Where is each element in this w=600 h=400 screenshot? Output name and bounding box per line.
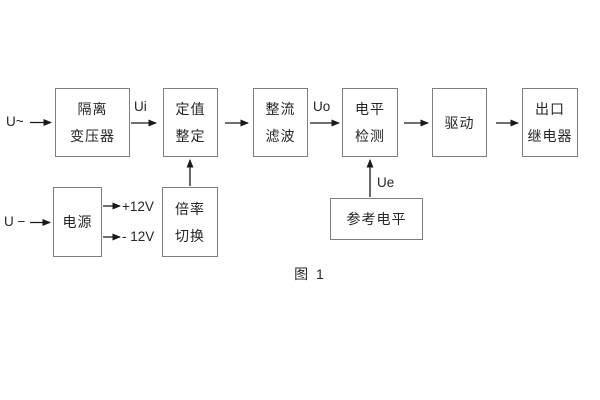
block-label: 继电器: [527, 128, 573, 144]
block-label: 倍率: [175, 200, 205, 217]
block-reference-level: 参考电平: [330, 198, 423, 240]
block-label: 参考电平: [346, 211, 407, 227]
block-driver: 驱动: [432, 88, 487, 157]
block-isolation-transformer: 隔离 变压器: [55, 88, 130, 157]
block-label: 电平: [355, 101, 385, 117]
label-ui: Ui: [134, 99, 147, 114]
block-output-relay: 出口 继电器: [522, 88, 578, 157]
label-plus-12v: +12V: [122, 199, 154, 214]
block-label: 检测: [355, 128, 385, 144]
block-level-detection: 电平 检测: [342, 88, 398, 157]
label-uo: Uo: [313, 99, 331, 114]
block-label: 切换: [175, 227, 205, 244]
block-label: 整流: [265, 101, 296, 117]
block-label: 隔离: [77, 101, 108, 117]
block-rectify-filter: 整流 滤波: [253, 88, 308, 157]
block-label: 电源: [62, 214, 93, 230]
block-power-supply: 电源: [53, 187, 102, 257]
label-input-dc: U −: [4, 214, 26, 229]
block-label: 变压器: [70, 128, 115, 144]
label-ue: Ue: [377, 175, 395, 190]
figure-caption: 图 1: [294, 266, 326, 282]
block-label: 出口: [535, 101, 565, 117]
label-minus-12v: - 12V: [122, 229, 155, 244]
block-label: 整定: [175, 128, 206, 144]
block-label: 滤波: [265, 128, 296, 144]
block-label: 定值: [175, 101, 206, 117]
block-setting-adjust: 定值 整定: [163, 88, 218, 157]
block-label: 驱动: [444, 114, 475, 131]
label-input-ac: U~: [6, 114, 24, 129]
block-ratio-switch: 倍率 切换: [162, 187, 218, 257]
